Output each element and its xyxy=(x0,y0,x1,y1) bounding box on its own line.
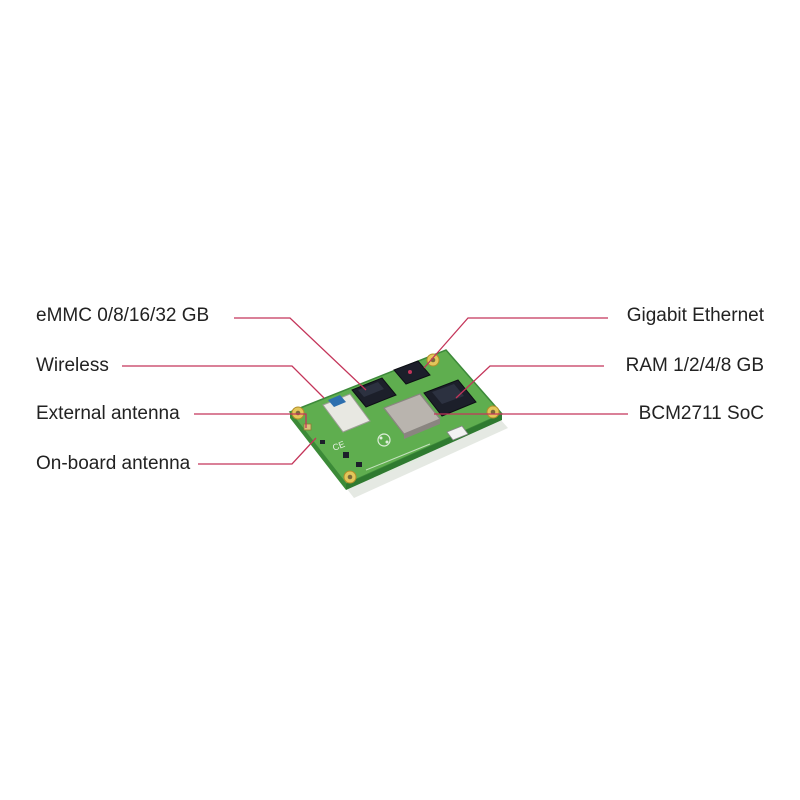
label-wireless: Wireless xyxy=(36,355,109,376)
ce-mark: CE xyxy=(331,439,346,453)
small-ic xyxy=(356,462,362,467)
leader-line-onboard-antenna xyxy=(198,437,317,465)
small-ic xyxy=(320,440,325,444)
leader-line-ethernet xyxy=(423,317,608,369)
label-ram: RAM 1/2/4/8 GB xyxy=(625,355,764,376)
label-soc: BCM2711 SoC xyxy=(638,403,764,424)
label-emmc: eMMC 0/8/16/32 GB xyxy=(36,305,210,326)
soc-shield-edge xyxy=(404,419,440,439)
qr-label xyxy=(446,425,469,441)
ethernet-chip xyxy=(393,360,431,385)
silkscreen-line xyxy=(373,459,419,479)
pcb-edge-left xyxy=(290,412,346,490)
label-onboard-antenna: On-board antenna xyxy=(36,453,191,474)
small-ic xyxy=(343,452,349,458)
leader-line-external-antenna xyxy=(194,413,307,428)
raspberry-logo-berry xyxy=(385,440,389,444)
label-external-antenna: External antenna xyxy=(36,403,180,424)
wireless-module-logo xyxy=(328,395,346,407)
ram-chip-marking xyxy=(432,384,464,404)
label-gigabit-ethernet: Gigabit Ethernet xyxy=(626,305,764,326)
leader-line-ram xyxy=(455,365,604,399)
leader-line-emmc xyxy=(234,317,367,391)
raspberry-logo xyxy=(377,433,391,447)
mounting-hole-center xyxy=(347,474,353,480)
ethernet-chip-dot xyxy=(408,370,412,374)
silkscreen-line xyxy=(365,443,431,471)
raspberry-logo-berry xyxy=(379,436,383,440)
antenna-connector xyxy=(303,423,312,431)
leader-line-wireless xyxy=(122,365,325,399)
emmc-chip-marking xyxy=(358,382,384,397)
mounting-hole-center xyxy=(490,409,496,415)
